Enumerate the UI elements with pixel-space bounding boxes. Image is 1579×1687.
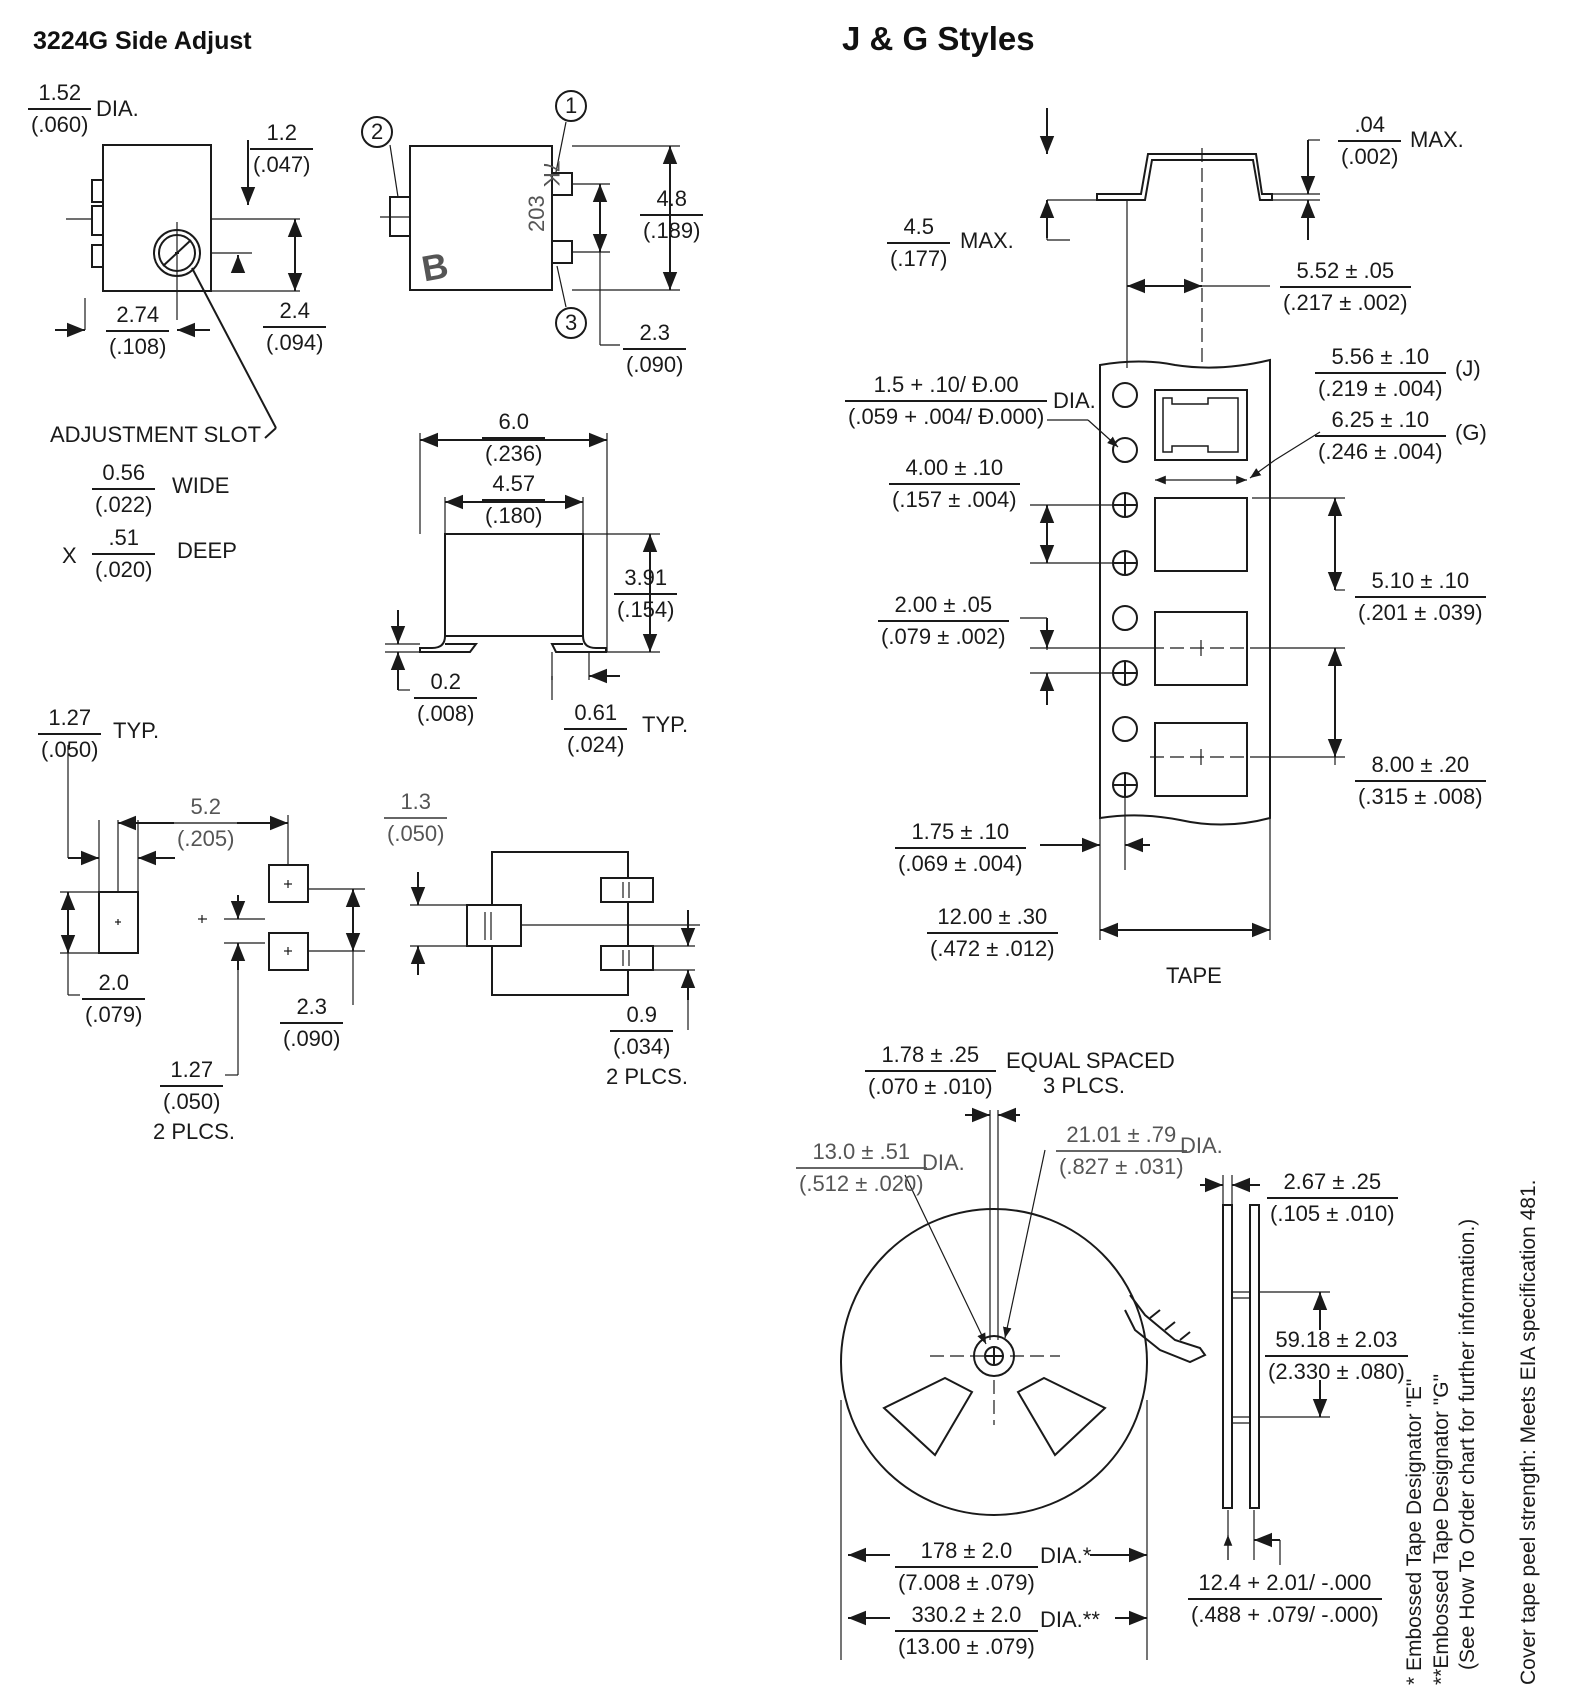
note-how-to-order: (See How To Order chart for further info…	[1456, 1218, 1479, 1670]
dim-0-56: 0.56(.022)	[92, 458, 156, 520]
dim-178-dia-suffix: DIA.*	[1040, 1543, 1092, 1568]
part-marking-top: 7K	[539, 160, 564, 187]
dim-1-5-dia-suffix: DIA.	[1053, 388, 1096, 413]
dim-5-2: 5.2(.205)	[174, 792, 238, 854]
dim-1-52: 1.52(.060)	[28, 78, 92, 140]
dim-1-2: 1.2(.047)	[250, 118, 314, 180]
dim-2-0: 2.0(.079)	[82, 968, 146, 1030]
dim-1-27-typ: 1.27(.050)	[38, 703, 102, 765]
dim-12-4: 12.4 + 2.01/ -.000(.488 + .079/ -.000)	[1188, 1568, 1382, 1630]
dim-1-27-plcs: 1.27(.050)	[160, 1055, 224, 1117]
dim-5-10: 5.10 ± .10(.201 ± .039)	[1355, 566, 1486, 628]
dim-5-56: 5.56 ± .10(.219 ± .004)	[1315, 342, 1446, 404]
dim-0-04-suffix: MAX.	[1410, 127, 1464, 152]
dim-2-4: 2.4(.094)	[263, 296, 327, 358]
dim-12-00: 12.00 ± .30(.472 ± .012)	[927, 902, 1058, 964]
dim-6-25-suffix: (G)	[1455, 420, 1487, 445]
dim-0-04: .04(.002)	[1338, 110, 1402, 172]
dim-2-67: 2.67 ± .25(.105 ± .010)	[1267, 1167, 1398, 1229]
dim-2-00: 2.00 ± .05(.079 ± .002)	[878, 590, 1009, 652]
dim-4-57: 4.57(.180)	[482, 469, 546, 531]
dim-0-61-suffix: TYP.	[642, 712, 689, 737]
dim-0-56-suffix: WIDE	[172, 473, 230, 498]
dim-1-52-suffix: DIA.	[96, 96, 139, 121]
dim-4-00: 4.00 ± .10(.157 ± .004)	[889, 453, 1020, 515]
left-title: 3224G Side Adjust	[33, 27, 252, 55]
part-marking-bottom: 203	[524, 195, 549, 232]
adjustment-slot-label: ADJUSTMENT SLOT	[50, 422, 262, 447]
right-title: J & G Styles	[842, 20, 1035, 57]
dim-2-3-bottom: 2.3(.090)	[280, 992, 344, 1054]
dim-59-18: 59.18 ± 2.03(2.330 ± .080)	[1265, 1325, 1408, 1387]
dim-13-0: 13.0 ± .51(.512 ± .020)	[796, 1137, 927, 1199]
tape-label: TAPE	[1166, 963, 1222, 988]
dim-1-75: 1.75 ± .10(.069 ± .004)	[895, 817, 1026, 879]
dim-0-61: 0.61(.024)	[564, 698, 628, 760]
dim-5-52: 5.52 ± .05(.217 ± .002)	[1280, 256, 1411, 318]
dim-5-56-suffix: (J)	[1455, 356, 1481, 381]
pin-3-label: 3	[565, 310, 578, 335]
dim-1-78: 1.78 ± .25(.070 ± .010)	[865, 1040, 996, 1102]
dim-3-91: 3.91(.154)	[614, 563, 678, 625]
dim-330-2-suffix: DIA.**	[1040, 1607, 1100, 1632]
pin-2-label: 2	[371, 119, 384, 144]
dim-1-27-typ-suffix: TYP.	[113, 718, 160, 743]
dim-21-01: 21.01 ± .79(.827 ± .031)	[1056, 1120, 1187, 1182]
dim-6-25: 6.25 ± .10(.246 ± .004)	[1315, 405, 1446, 467]
dim-1-3: 1.3(.050)	[384, 787, 448, 849]
pin-1-label: 1	[565, 93, 578, 118]
note-designator-g: **Embossed Tape Designator "G"	[1430, 1373, 1453, 1685]
dim-21-01-suffix: DIA.	[1180, 1133, 1223, 1158]
note-peel-strength: Cover tape peel strength: Meets EIA spec…	[1517, 1179, 1540, 1685]
three-plcs-label: 3 PLCS.	[1043, 1073, 1125, 1098]
dim-1-5-dia: 1.5 + .10/ Ð.00(.059 + .004/ Ð.000)	[845, 370, 1048, 432]
dim-178-dia: 178 ± 2.0(7.008 ± .079)	[895, 1536, 1038, 1598]
dim-0-51: .51(.020)	[92, 523, 156, 585]
equal-spaced-label: EQUAL SPACED	[1006, 1048, 1175, 1073]
dim-13-0-suffix: DIA.	[922, 1150, 965, 1175]
dim-4-5-suffix: MAX.	[960, 228, 1014, 253]
dim-0-9: 0.9(.034)	[610, 1000, 674, 1062]
logo-mark: B	[419, 245, 452, 290]
dim-4-8: 4.8(.189)	[640, 184, 704, 246]
dim-4-5: 4.5(.177)	[887, 212, 951, 274]
dim-8-00: 8.00 ± .20(.315 ± .008)	[1355, 750, 1486, 812]
dim-2-3-top: 2.3(.090)	[623, 318, 687, 380]
dim-0-51-suffix: DEEP	[177, 538, 237, 563]
note-designator-e: * Embossed Tape Designator "E"	[1403, 1378, 1426, 1685]
dim-deep-prefix: X	[62, 543, 77, 568]
dim-0-9-suffix: 2 PLCS.	[606, 1064, 688, 1089]
dim-0-2: 0.2(.008)	[414, 667, 478, 729]
dim-2-74: 2.74(.108)	[106, 300, 170, 362]
dim-330-2: 330.2 ± 2.0(13.00 ± .079)	[895, 1600, 1038, 1662]
dim-6-0: 6.0(.236)	[482, 407, 546, 469]
dim-1-27-plcs-suffix: 2 PLCS.	[153, 1119, 235, 1144]
